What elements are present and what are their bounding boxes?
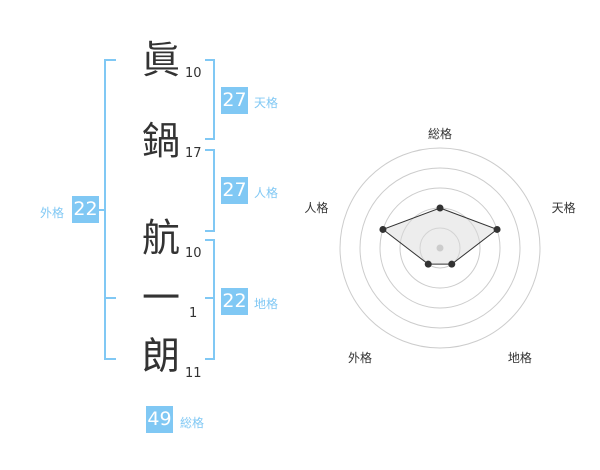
- soukaku-label: 総格: [180, 416, 205, 430]
- name-char-1: 眞: [141, 38, 180, 82]
- gaikaku-bracket: [104, 59, 116, 360]
- name-char-4: 一: [141, 276, 180, 320]
- radar-ring: [379, 187, 501, 309]
- chikaku-score: 22: [221, 288, 248, 315]
- chikaku-bracket: [205, 239, 215, 360]
- radar-point: [436, 204, 444, 212]
- jinkaku-score: 27: [221, 177, 248, 204]
- chikaku-label: 地格: [254, 297, 279, 311]
- name-char-5: 朗: [141, 334, 180, 378]
- jinkaku-bracket: [205, 149, 215, 232]
- stroke-count-1: 10: [185, 66, 202, 81]
- stroke-count-4: 1: [189, 306, 198, 321]
- stroke-count-3: 10: [185, 246, 202, 261]
- radar-area: [381, 207, 499, 265]
- radar-axis-label: 総格: [428, 126, 452, 141]
- name-char-3: 航: [141, 216, 180, 260]
- radar-point: [493, 225, 501, 233]
- tenkaku-score: 27: [221, 87, 248, 114]
- radar-point: [379, 225, 387, 233]
- radar-axis-label: 地格: [508, 350, 532, 365]
- radar-axis-label: 外格: [348, 350, 372, 365]
- gaikaku-label: 外格: [40, 206, 65, 220]
- radar-axis-label: 人格: [304, 200, 328, 215]
- radar-center: [436, 244, 444, 252]
- stroke-count-5: 11: [185, 366, 202, 381]
- stroke-count-2: 17: [185, 146, 202, 161]
- radar-ring: [339, 147, 541, 349]
- chikaku-bracket-tick: [205, 297, 215, 299]
- gaikaku-score: 22: [72, 196, 99, 223]
- name-char-2: 鍋: [141, 119, 180, 163]
- tenkaku-label: 天格: [254, 96, 279, 110]
- jinkaku-label: 人格: [254, 186, 279, 200]
- tenkaku-bracket: [205, 59, 215, 140]
- radar-axis-label: 天格: [552, 200, 576, 215]
- radar-point: [424, 260, 432, 268]
- radar-point: [448, 260, 456, 268]
- soukaku-score: 49: [146, 406, 173, 433]
- gaikaku-bracket-tick: [104, 297, 116, 299]
- radar-ring: [359, 167, 521, 329]
- gaikaku-bracket-pointer: [98, 209, 104, 211]
